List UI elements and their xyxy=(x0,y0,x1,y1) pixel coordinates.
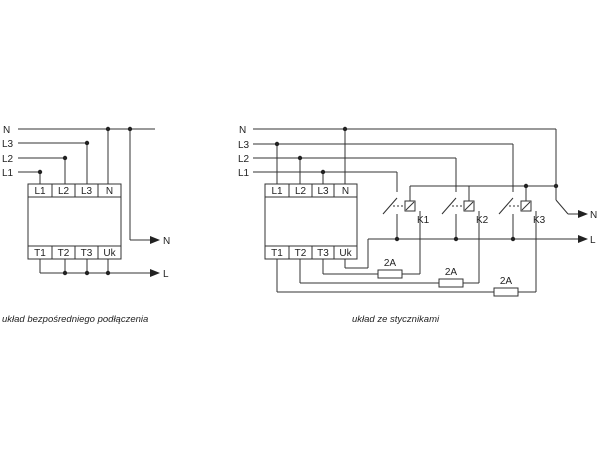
right-terminal-t3: T3 xyxy=(317,248,329,259)
left-junction-t1 xyxy=(62,270,68,276)
left-junction-l1 xyxy=(37,169,43,175)
contactor-label-k2: K2 xyxy=(476,215,489,226)
right-n-arrow xyxy=(578,210,588,218)
right-junction-n-bus xyxy=(523,183,529,189)
left-terminal-t2: T2 xyxy=(58,248,70,259)
left-junction-n xyxy=(105,126,111,132)
left-caption: układ bezpośredniego podłączenia xyxy=(2,314,148,325)
left-junction-t3 xyxy=(105,270,111,276)
k2-coil-mark xyxy=(464,201,474,211)
k3-coil-mark xyxy=(521,201,531,211)
right-output-label-l: L xyxy=(590,235,596,246)
right-terminal-uk: Uk xyxy=(339,248,352,259)
right-output-label-n: N xyxy=(590,210,597,221)
right-terminal-t1: T1 xyxy=(271,248,283,259)
contactor-label-k3: K3 xyxy=(533,215,546,226)
right-terminal-l1: L1 xyxy=(271,186,283,197)
right-input-label-n: N xyxy=(239,125,246,136)
left-terminal-t1: T1 xyxy=(34,248,46,259)
right-junction-k3-out xyxy=(510,236,516,242)
left-output-label-n: N xyxy=(163,236,170,247)
k1-contact xyxy=(382,197,398,215)
right-terminal-l3: L3 xyxy=(317,186,329,197)
right-terminal-l2: L2 xyxy=(295,186,307,197)
right-input-label-l1: L1 xyxy=(238,168,250,179)
left-terminal-l3: L3 xyxy=(81,186,93,197)
right-junction-k1-out xyxy=(394,236,400,242)
fuse-label-2: 2A xyxy=(445,267,458,278)
left-junction-n-out xyxy=(127,126,133,132)
left-input-label-l1: L1 xyxy=(2,168,14,179)
right-terminal-n: N xyxy=(342,186,349,197)
left-terminal-l1: L1 xyxy=(34,186,46,197)
contactor-label-k1: K1 xyxy=(417,215,430,226)
fuse-label-1: 2A xyxy=(384,258,397,269)
left-terminal-t3: T3 xyxy=(81,248,93,259)
fuse-label-3: 2A xyxy=(500,276,513,287)
left-junction-l2 xyxy=(62,155,68,161)
right-junction-n xyxy=(342,126,348,132)
left-l-arrow xyxy=(150,269,160,277)
k3-contact xyxy=(498,197,514,215)
right-junction-k2-out xyxy=(453,236,459,242)
fuse-3 xyxy=(493,287,519,297)
left-input-label-l3: L3 xyxy=(2,139,14,150)
left-junction-l3 xyxy=(84,140,90,146)
right-junction-l3 xyxy=(320,169,326,175)
left-terminal-n: N xyxy=(106,186,113,197)
k2-contact xyxy=(441,197,457,215)
fuse-1 xyxy=(377,269,403,279)
contactor-connection-diagram xyxy=(253,126,588,297)
right-l-arrow xyxy=(578,235,588,243)
right-input-label-l3: L3 xyxy=(238,140,250,151)
right-junction-l1 xyxy=(274,141,280,147)
right-n-out-diagonal xyxy=(555,199,569,215)
k1-coil-mark xyxy=(405,201,415,211)
right-input-label-l2: L2 xyxy=(238,154,250,165)
left-terminal-uk: Uk xyxy=(103,248,116,259)
left-input-label-l2: L2 xyxy=(2,154,14,165)
right-junction-l2 xyxy=(297,155,303,161)
fuse-2 xyxy=(438,278,464,288)
left-output-label-l: L xyxy=(163,269,169,280)
right-caption: układ ze stycznikami xyxy=(352,314,440,325)
left-input-label-n: N xyxy=(3,125,10,136)
left-terminal-l2: L2 xyxy=(58,186,70,197)
left-junction-t2 xyxy=(84,270,90,276)
left-n-arrow xyxy=(150,236,160,244)
direct-connection-diagram xyxy=(18,126,160,277)
right-terminal-t2: T2 xyxy=(295,248,307,259)
